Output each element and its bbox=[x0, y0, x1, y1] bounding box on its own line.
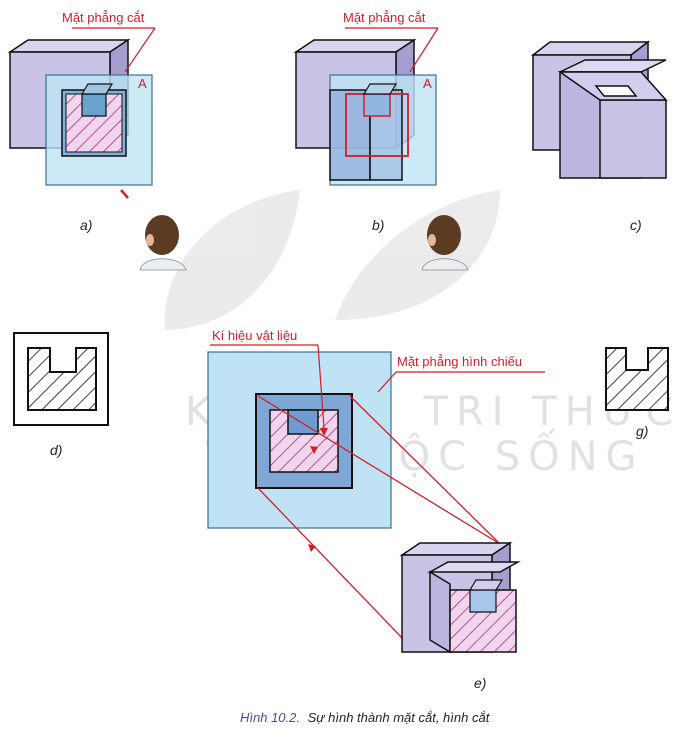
watermark-leaf-left bbox=[164, 190, 300, 330]
view-d-section bbox=[27, 347, 97, 411]
viewer-b-ear bbox=[428, 234, 436, 246]
section-b-notch-top bbox=[362, 83, 398, 95]
caption-d: d) bbox=[50, 442, 62, 458]
projection-arrow-2 bbox=[308, 544, 316, 552]
section-a-notch-top bbox=[80, 83, 114, 95]
block-b-top bbox=[293, 39, 417, 53]
projection-line-right bbox=[349, 395, 501, 545]
caption-e: e) bbox=[474, 675, 486, 691]
section-b-notch bbox=[363, 93, 391, 117]
box-e-top bbox=[427, 561, 521, 573]
leader-material-arrow bbox=[320, 428, 328, 436]
projection-line-bottom bbox=[257, 487, 405, 641]
projection-arrow-1 bbox=[310, 446, 318, 454]
box-c-hole bbox=[594, 85, 638, 97]
leader-projection-plane bbox=[377, 371, 397, 393]
figure-c: c) bbox=[530, 40, 668, 233]
label-cut-plane-b: Mặt phẳng cắt bbox=[343, 10, 426, 25]
block-c-top bbox=[530, 41, 651, 56]
label-plane-letter-a: A bbox=[138, 76, 147, 91]
label-projection-plane: Mặt phẳng hình chiếu bbox=[397, 354, 522, 369]
figure-g: g) bbox=[605, 347, 669, 439]
label-material-symbol: Kí hiệu vật liệu bbox=[212, 328, 297, 343]
label-cut-plane-a: Mặt phẳng cắt bbox=[62, 10, 145, 25]
viewer-a-body bbox=[139, 258, 187, 271]
caption-c: c) bbox=[630, 217, 642, 233]
leader-cut-plane-a bbox=[124, 27, 156, 73]
figure-caption-number: Hình 10.2. bbox=[240, 710, 300, 725]
viewer-b bbox=[421, 215, 469, 271]
projection-line-top bbox=[257, 395, 501, 545]
box-c-front bbox=[599, 99, 667, 179]
viewer-b-body bbox=[421, 258, 469, 271]
figure-e: Kí hiệu vật liệu Mặt phẳng hình chiếu e) bbox=[207, 328, 545, 691]
view-g-section bbox=[605, 347, 669, 411]
figure-b: Mặt phẳng cắt A b) bbox=[293, 10, 439, 233]
figure-a: Mặt phẳng cắt A a) bbox=[7, 10, 156, 233]
watermark-leaf-right bbox=[335, 190, 500, 320]
caption-g: g) bbox=[636, 423, 648, 439]
viewer-b-head bbox=[427, 215, 461, 255]
view-arrow-a bbox=[120, 189, 129, 199]
leader-cut-plane-b bbox=[409, 27, 439, 73]
section-e-notch-top bbox=[468, 579, 504, 591]
section-e-notch bbox=[469, 589, 497, 613]
figure-caption-text: Sự hình thành mặt cắt, hình cắt bbox=[308, 710, 491, 725]
block-a-top bbox=[7, 39, 131, 53]
leader-material-down bbox=[317, 344, 325, 429]
box-e-left bbox=[429, 570, 451, 654]
figure-caption: Hình 10.2. Sự hình thành mặt cắt, hình c… bbox=[240, 710, 491, 725]
section-a-notch bbox=[81, 93, 107, 117]
label-plane-letter-b: A bbox=[423, 76, 432, 91]
caption-b: b) bbox=[372, 217, 384, 233]
viewer-a bbox=[139, 215, 187, 271]
viewer-a-ear bbox=[146, 234, 154, 246]
figure-d: d) bbox=[13, 332, 109, 458]
viewer-a-head bbox=[145, 215, 179, 255]
caption-a: a) bbox=[80, 217, 92, 233]
